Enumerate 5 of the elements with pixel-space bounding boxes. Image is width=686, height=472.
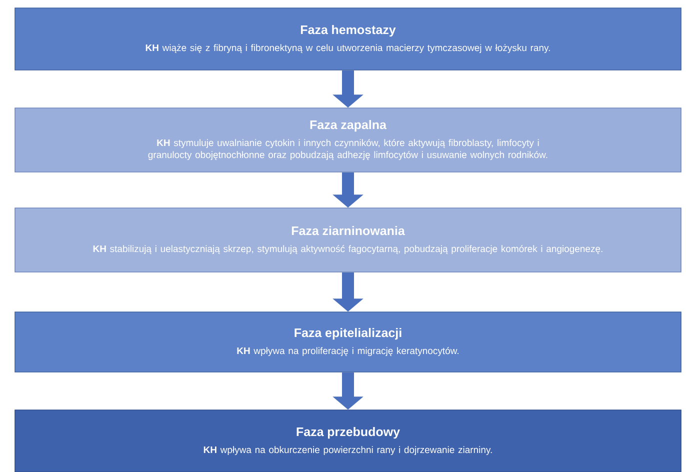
phase-box: Faza epitelializacji KH wpływa na proliferację i migrację keratynocytów. [14, 312, 682, 372]
phase-box: Faza przebudowy KH wpływa na obkurczenie powierzchni rany i dojrzewanie ziarniny. [14, 410, 682, 472]
phase-box: Faza ziarninowania KH stabilizują i uelastyczniają skrzep, stymulują aktywność fagocytarną, pobudzają proliferacje komórek i angiogenezę. [14, 208, 682, 272]
phase-box: Faza hemostazy KH wiąże się z fibryną i fibronektyną w celu utworzenia macierzy tymczasowej w łożysku rany. [14, 8, 682, 70]
phase-box: Faza zapalna KH stymuluje uwalnianie cytokin i innych czynników, które aktywują fibroblasty, limfocyty i granulocty obojętnochłonne oraz pobudzają adhezję limfocytów i usuwanie wolnych rodników. [14, 108, 682, 172]
